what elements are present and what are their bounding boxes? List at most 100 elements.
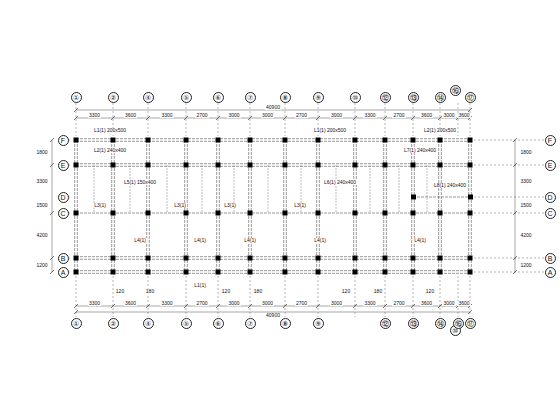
column [383,211,388,216]
axis-label: ② [110,320,116,327]
column [184,138,189,143]
axis-bubble: ⑨ [313,318,324,329]
grid-line [383,140,384,272]
grid-line [458,276,459,317]
dimension-text: 3600 [420,113,433,118]
grid-line [399,165,400,213]
grid-line [515,140,516,272]
grid-line [113,276,114,317]
column [411,270,416,275]
beam-label: L1(1) 200x500 [93,128,127,133]
grid-line [470,276,471,317]
dimension-text: 4200 [519,233,532,238]
axis-label: E [548,162,553,169]
column [383,138,388,143]
grid-line [286,140,287,272]
grid-line [268,165,269,213]
beam-label: L3(1) [93,203,107,208]
column [468,270,473,275]
grid-line [413,103,414,136]
dimension-text: 2700 [195,113,208,118]
column [248,211,253,216]
grid-line [74,108,78,112]
column [468,163,473,168]
dimension-text: 3000 [261,113,274,118]
axis-label: B [548,255,553,262]
axis-label: ⑭ [437,94,444,101]
column [146,211,151,216]
grid-line [474,197,544,198]
grid-line [148,276,149,317]
dimension-text: 3000 [330,113,343,118]
dimension-text: 3000 [227,301,240,306]
column [353,138,358,143]
dimension-text: 1800 [35,150,48,155]
column [283,163,288,168]
axis-label: A [61,269,66,276]
grid-line [76,110,470,111]
axis-label: ① [73,320,79,327]
grid-line [187,140,188,272]
grid-line [513,256,517,260]
beam-label: L5(1) 150x400 [123,180,157,185]
grid-line [414,140,415,272]
axis-bubble: C [58,208,69,219]
column [353,270,358,275]
axis-label: E [61,162,66,169]
dimension-text: 3600 [457,113,470,118]
column [316,138,321,143]
axis-label: ⑭ [437,320,444,327]
column [248,163,253,168]
axis-bubble: E [545,160,556,171]
axis-label: ⑯ [452,87,459,94]
axis-label: ⑨ [315,94,321,101]
column [438,211,443,216]
axis-bubble: ⑰ [465,318,476,329]
axis-label: ⑥ [215,94,221,101]
axis-label: ⑯ [455,320,462,327]
axis-bubble: ⑤ [181,92,192,103]
dimension-text: 3300 [519,179,532,184]
column [248,138,253,143]
grid-line [316,116,320,120]
grid-line [474,213,544,214]
dimension-text: 3300 [160,113,173,118]
dimension-text: 40900 [265,105,281,110]
column [74,211,79,216]
grid-line [248,116,252,120]
axis-bubble: ⑦ [245,318,256,329]
grid-line [411,304,415,308]
axis-bubble: ⑧ [280,92,291,103]
grid-line [146,116,150,120]
beam-label: L1(1) 200x500 [313,128,347,133]
beam-label: L4(1) [413,238,427,243]
grid-line [111,140,112,272]
grid-line [149,140,150,272]
grid-line [146,304,150,308]
axis-label: ⑫ [382,320,389,327]
dimension-text: 3300 [88,113,101,118]
grid-line [438,304,442,308]
grid-line [438,116,442,120]
grid-line [411,116,415,120]
column [184,211,189,216]
axis-bubble: ① [71,92,82,103]
axis-bubble: ① [71,318,82,329]
dimension-text: 180 [373,289,383,294]
axis-label: D [60,194,65,201]
column [111,256,116,261]
axis-bubble: ⑫ [380,92,391,103]
grid-line [385,103,386,136]
grid-line [50,270,54,274]
grid-line [50,211,54,215]
grid-line [474,165,544,166]
column [283,138,288,143]
column [146,256,151,261]
dimension-text: 3000 [261,301,274,306]
column [383,270,388,275]
axis-label: F [61,137,65,144]
beam-label: L3(1) [173,203,187,208]
dimension-text: 3600 [124,301,137,306]
column [184,270,189,275]
column [184,163,189,168]
